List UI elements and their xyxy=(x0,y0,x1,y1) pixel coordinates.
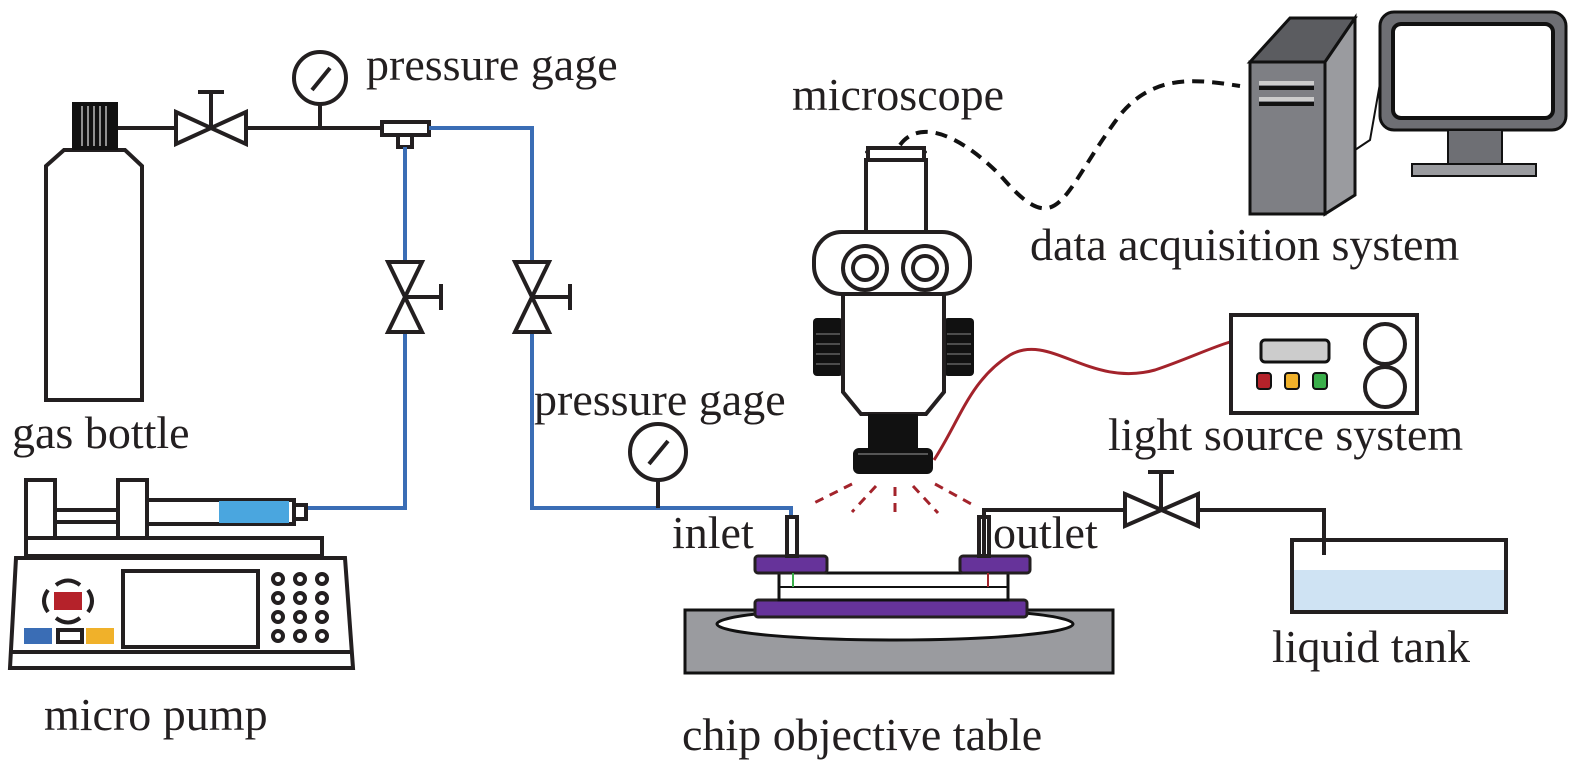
tee-connector xyxy=(380,120,431,149)
microscope xyxy=(812,146,974,474)
outlet-pipe xyxy=(982,508,1125,556)
label-chip-table: chip objective table xyxy=(682,709,1042,760)
chip-objective-table xyxy=(683,515,1115,675)
label-micro-pump: micro pump xyxy=(44,689,268,740)
light-source-box xyxy=(1229,313,1419,415)
label-microscope: microscope xyxy=(792,69,1004,120)
liquid-tank xyxy=(1290,538,1508,614)
valve-outlet[interactable] xyxy=(1123,470,1200,530)
micro-pump xyxy=(7,478,356,670)
gas-line xyxy=(306,332,407,510)
label-liquid-tank: liquid tank xyxy=(1272,621,1470,672)
computer-monitor xyxy=(1378,10,1568,177)
label-gas-bottle: gas bottle xyxy=(12,407,190,458)
valve-gas-bottle[interactable] xyxy=(174,90,248,148)
label-pressure-gage-top: pressure gage xyxy=(366,39,618,90)
gas-line xyxy=(429,126,534,262)
label-light-source: light source system xyxy=(1108,409,1463,460)
label-pressure-gage-mid: pressure gage xyxy=(534,374,786,425)
pressure-gage-top xyxy=(292,50,348,128)
label-outlet: outlet xyxy=(993,507,1098,558)
gas-bottle xyxy=(44,102,144,402)
valve-inlet-line[interactable] xyxy=(511,260,572,334)
pressure-gage-mid xyxy=(628,422,688,508)
inlet-port xyxy=(785,515,799,558)
light-cable xyxy=(932,340,1231,461)
computer-tower xyxy=(1246,13,1358,217)
outlet-pipe xyxy=(1198,508,1326,555)
valve-pump-line[interactable] xyxy=(384,260,443,334)
light-rays xyxy=(809,482,974,515)
label-inlet: inlet xyxy=(672,507,754,558)
label-data-acquisition: data acquisition system xyxy=(1030,219,1459,270)
